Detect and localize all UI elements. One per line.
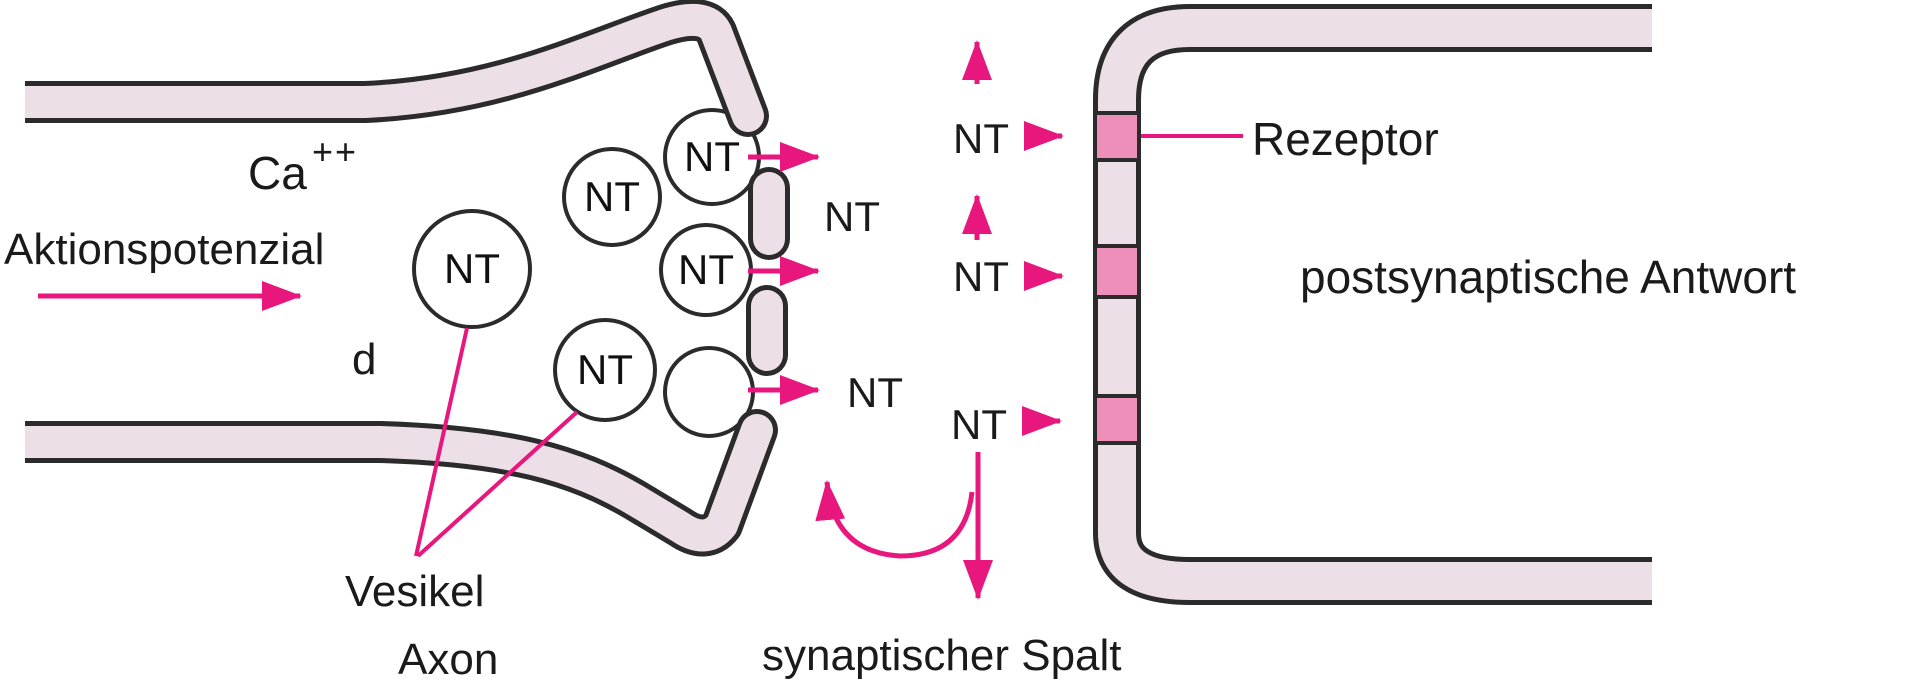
receptor-nt-label: NT (951, 401, 1007, 448)
vesicle-circle (553, 318, 657, 422)
axon-left-cut (0, 0, 25, 686)
nt-reuptake-curved-arrow (815, 480, 975, 559)
cleft-nt-label: NT (847, 369, 903, 416)
receptor-nt-label: NT (953, 115, 1009, 162)
postsynaptic-response-label: postsynaptische Antwort (1300, 251, 1797, 303)
receptor-block (1093, 394, 1141, 445)
receptor-block (1093, 111, 1141, 162)
vesicle-nt-label: NT (577, 346, 633, 393)
vesicle-circle (562, 147, 662, 247)
receptor-label: Rezeptor (1252, 113, 1439, 165)
cleft-nt-label: NT (824, 193, 880, 240)
vesicle-nt-label: NT (444, 245, 500, 292)
postsynaptic-membrane (1093, 4, 1652, 605)
calcium-label: Ca (248, 147, 307, 199)
vesicle-nt-label: NT (684, 133, 740, 180)
receptor-block (1093, 244, 1141, 299)
action-potential-label: Aktionspotenzial (4, 225, 325, 274)
axon-label: Axon (398, 635, 499, 684)
vesicle-circle (412, 209, 532, 329)
vesicle-nt-label: NT (584, 173, 640, 220)
vesicle-leader-line (416, 410, 579, 558)
dendrite-d-label: d (352, 335, 377, 384)
calcium-charge-label: ++ (312, 131, 359, 172)
vesicle-nt-label: NT (678, 246, 734, 293)
receptor-nt-label: NT (953, 253, 1009, 300)
vesicle-leader-line (414, 327, 469, 557)
vesicle-label: Vesikel (345, 567, 485, 616)
receptor-blocks (1093, 111, 1141, 445)
synaptic-cleft-label: synaptischer Spalt (762, 631, 1122, 680)
arrows (38, 39, 1243, 601)
presynaptic-membrane (0, 0, 790, 557)
